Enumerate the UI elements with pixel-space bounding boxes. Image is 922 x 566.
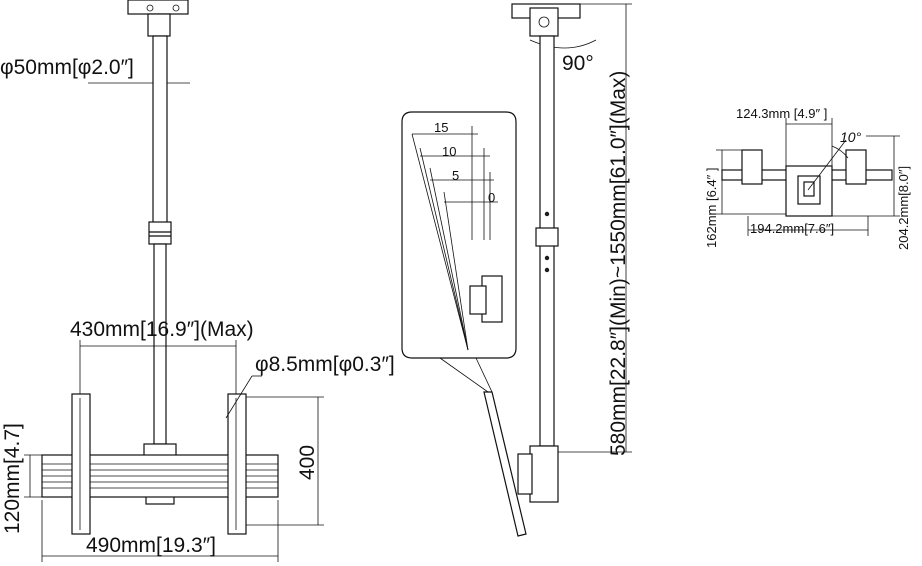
hole-diameter-label: φ8.5mm[φ0.3″]: [255, 353, 395, 376]
upper-tube: [152, 35, 168, 227]
tilt-0: 0: [488, 190, 495, 205]
vertical-plate-right: [227, 393, 247, 535]
plate-width-label: 124.3mm [4.9″ ]: [736, 106, 827, 121]
side-tilt-bracket: [529, 445, 559, 503]
right-height-label: 204.2mm[8.0″]: [896, 166, 911, 250]
tilt-detail-callout: [401, 111, 517, 359]
side-pivot-block: [529, 7, 559, 37]
side-tilt-joint: [517, 453, 533, 495]
top-rotation-label: 10°: [840, 129, 862, 145]
left-height-label: 162mm [6.4″ ]: [704, 168, 719, 248]
base-width-label: 194.2mm[7.6″]: [750, 221, 834, 236]
side-rotation-label: 90°: [562, 52, 594, 75]
max-width-label: 430mm[16.9″](Max): [70, 318, 254, 341]
lower-tube: [153, 243, 167, 445]
top-clamp-left: [741, 149, 763, 185]
side-collar: [535, 227, 559, 247]
bracket-bolt: [172, 4, 180, 12]
tilt-10: 10: [442, 144, 456, 159]
side-view: 90° 580mm[22.8″](Min)~1550mm[61.0″](Max): [401, 3, 632, 537]
callout-joint: [469, 285, 487, 315]
rail-clamp: [143, 443, 177, 457]
bracket-joint: [147, 13, 171, 37]
top-view: 124.3mm [4.9″ ] 10° 162mm [6.4″ ] 204.2m…: [704, 106, 911, 250]
tube-collar: [148, 221, 172, 245]
height-range-label: 580mm[22.8″](Min)~1550mm[61.0″](Max): [607, 71, 630, 456]
tube-diameter-label: φ50mm[φ2.0″]: [0, 56, 134, 79]
side-tilted-plate: [483, 391, 527, 537]
rotation-arc: [529, 39, 597, 49]
top-clamp-right: [845, 149, 867, 185]
plate-height-label: 400: [296, 445, 319, 480]
total-width-label: 490mm[19.3″]: [86, 534, 216, 557]
tilt-5: 5: [452, 168, 459, 183]
front-view: φ50mm[φ2.0″] 430mm[16.9″](Max) φ8.5mm[φ0…: [0, 0, 395, 562]
tilt-15: 15: [434, 120, 448, 135]
rail-height-label: 120mm[4.7]: [1, 423, 24, 534]
vertical-plate-left: [71, 393, 91, 535]
bracket-bolt: [146, 4, 154, 12]
